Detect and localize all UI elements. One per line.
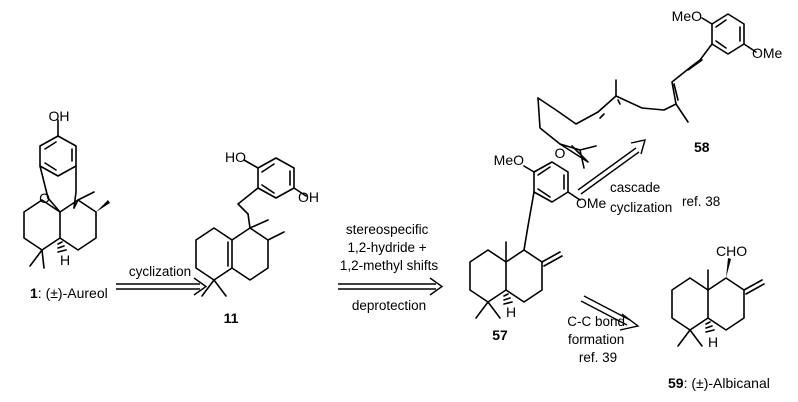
structure-hydroquinone-11: HO OH <box>195 149 319 297</box>
atom-meo: MeO <box>494 152 524 168</box>
retro-arrow-rearrangement <box>338 277 444 296</box>
condition-line-3: 1,2-methyl shifts <box>340 258 439 273</box>
compound-1-label: 1: (±)-Aureol <box>30 285 108 301</box>
atom-cho: CHO <box>716 243 747 259</box>
structure-albicanal: CHO H <box>671 243 765 350</box>
compound-59-label: 59: (±)-Albicanal <box>668 375 770 391</box>
condition-coupling-1: C-C bond <box>567 314 625 329</box>
compound-58-number: 58 <box>694 139 710 155</box>
retro-arrow-coupling <box>580 295 640 331</box>
compound-57-number: 57 <box>492 327 508 343</box>
condition-deprotection: deprotection <box>352 298 426 313</box>
atom-o: O <box>555 145 566 161</box>
compound-1-name: : (±)-Aureol <box>38 285 108 301</box>
atom-h: H <box>708 334 718 350</box>
atom-ho: HO <box>225 149 246 165</box>
compound-1-number: 1 <box>30 285 38 301</box>
atom-o: O <box>39 190 50 206</box>
condition-line-2: 1,2-hydride + <box>348 240 427 255</box>
condition-coupling-2: formation <box>568 332 624 347</box>
atom-oh: OH <box>298 189 319 205</box>
condition-cascade: cascade cyclization <box>610 180 672 215</box>
atom-meo: MeO <box>672 8 702 24</box>
compound-11-number: 11 <box>224 310 239 326</box>
condition-cascade-1: cascade <box>610 180 660 195</box>
condition-coupling: C-C bond formation ref. 39 <box>567 314 629 365</box>
compound-59-name: : (±)-Albicanal <box>684 375 770 391</box>
compound-59-number: 59 <box>668 375 684 391</box>
retro-arrow-cascade <box>577 139 646 195</box>
reference-38: ref. 38 <box>682 194 720 209</box>
atom-h: H <box>60 252 70 268</box>
structure-epoxy-polyene-58: MeO OMe O <box>537 8 783 169</box>
condition-rearrangement: stereospecific 1,2-hydride + 1,2-methyl … <box>340 222 439 273</box>
atom-ome: OMe <box>752 45 783 61</box>
condition-cascade-2: cyclization <box>610 200 672 215</box>
atom-ome: OMe <box>576 195 607 211</box>
retro-arrow-cyclization <box>116 277 208 296</box>
condition-cyclization: cyclization <box>129 264 191 279</box>
atom-oh: OH <box>49 108 70 124</box>
structure-aureol: OH O H <box>23 108 110 269</box>
structure-dimethyl-ether-57: MeO OMe H <box>469 152 607 320</box>
condition-line-1: stereospecific <box>346 222 429 237</box>
condition-coupling-3: ref. 39 <box>579 350 617 365</box>
atom-h: H <box>506 304 516 320</box>
